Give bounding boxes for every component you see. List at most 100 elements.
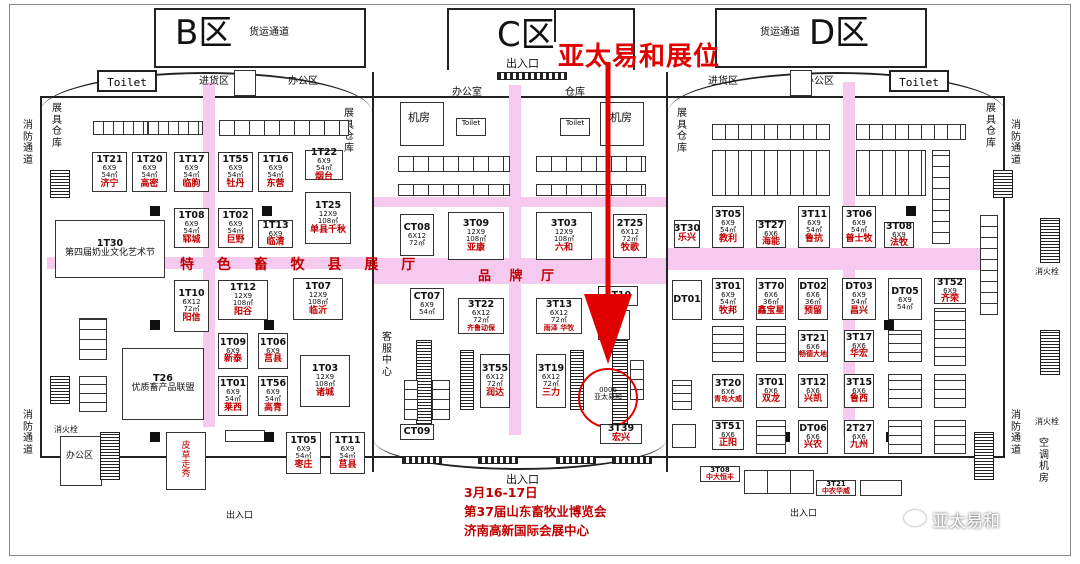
booth-fur-runway[interactable]: 皮草走秀 [166,432,206,490]
entrance-bottom-b: 出入口 [226,511,254,521]
storage-d: 展具仓库 [986,103,996,149]
watermark-text: 亚太易和 [932,512,1000,532]
wechat-icon [904,510,926,526]
zone-label-b: B区 [175,13,233,53]
highlight-booth-tag: 亚太易和展位 [558,42,721,72]
fire-exit-b-top: 消防通道 [23,120,33,166]
freight-channel-d: 货运通道 [760,27,800,38]
zone-label-c: C区 [497,15,555,55]
ac-room: 空调机房 [1039,438,1049,484]
c-zone-header-block [447,8,635,70]
toilet-d: Toilet [889,70,949,92]
featured-hall-name: 特 色 畜 牧 县 展 厅 [180,257,425,273]
d-zone-header-block [715,8,927,68]
office-area-d: 办公区 [804,76,834,87]
toilet-small-c1: Toilet [456,118,486,136]
expo-date: 3月16-17日 [464,485,538,500]
entrance-top: 出入口 [506,57,539,70]
loading-area-d: 进货区 [708,76,738,87]
booth-c-10[interactable]: CT09 [400,424,434,440]
freight-channel-b: 货运通道 [249,27,289,38]
highlight-circle [578,368,638,428]
storage-b: 展具仓库 [52,103,62,149]
b-row-top-blocks [93,121,148,135]
reception-center: 客服中心 [382,332,392,378]
b-zone-header-block [154,8,366,68]
booth-big-b-t26[interactable]: T26 优质畜产品联盟 [122,348,204,420]
hydrant-d-bottom: 消火栓 [1035,417,1059,426]
booth-d-6[interactable]: DT01 [672,280,702,320]
office-area-b: 办公区 [288,76,318,87]
zone-label-d: D区 [809,13,870,53]
fire-exit-b-bottom: 消防通道 [23,410,33,456]
expo-venue: 济南高新国际会展中心 [464,522,590,538]
warehouse-c: 仓库 [565,87,585,98]
floorplan-frame [9,4,1071,556]
office-room-c: 办公室 [452,87,482,98]
highlight-arrow [584,62,632,364]
loading-area-b: 进货区 [199,76,229,87]
entrance-bottom-d: 出入口 [790,509,818,519]
storage-c-left: 展具仓库 [344,108,354,154]
hydrant-b: 消火栓 [54,425,78,434]
booth-big-b-1t30[interactable]: 1T30 第四届奶业文化艺术节 [55,220,165,278]
expo-name: 第37届山东畜牧业博览会 [464,503,607,519]
brand-hall-name: 品 牌 厅 [478,269,562,284]
fire-exit-d-top: 消防通道 [1011,120,1021,166]
toilet-b: Toilet [97,70,157,92]
